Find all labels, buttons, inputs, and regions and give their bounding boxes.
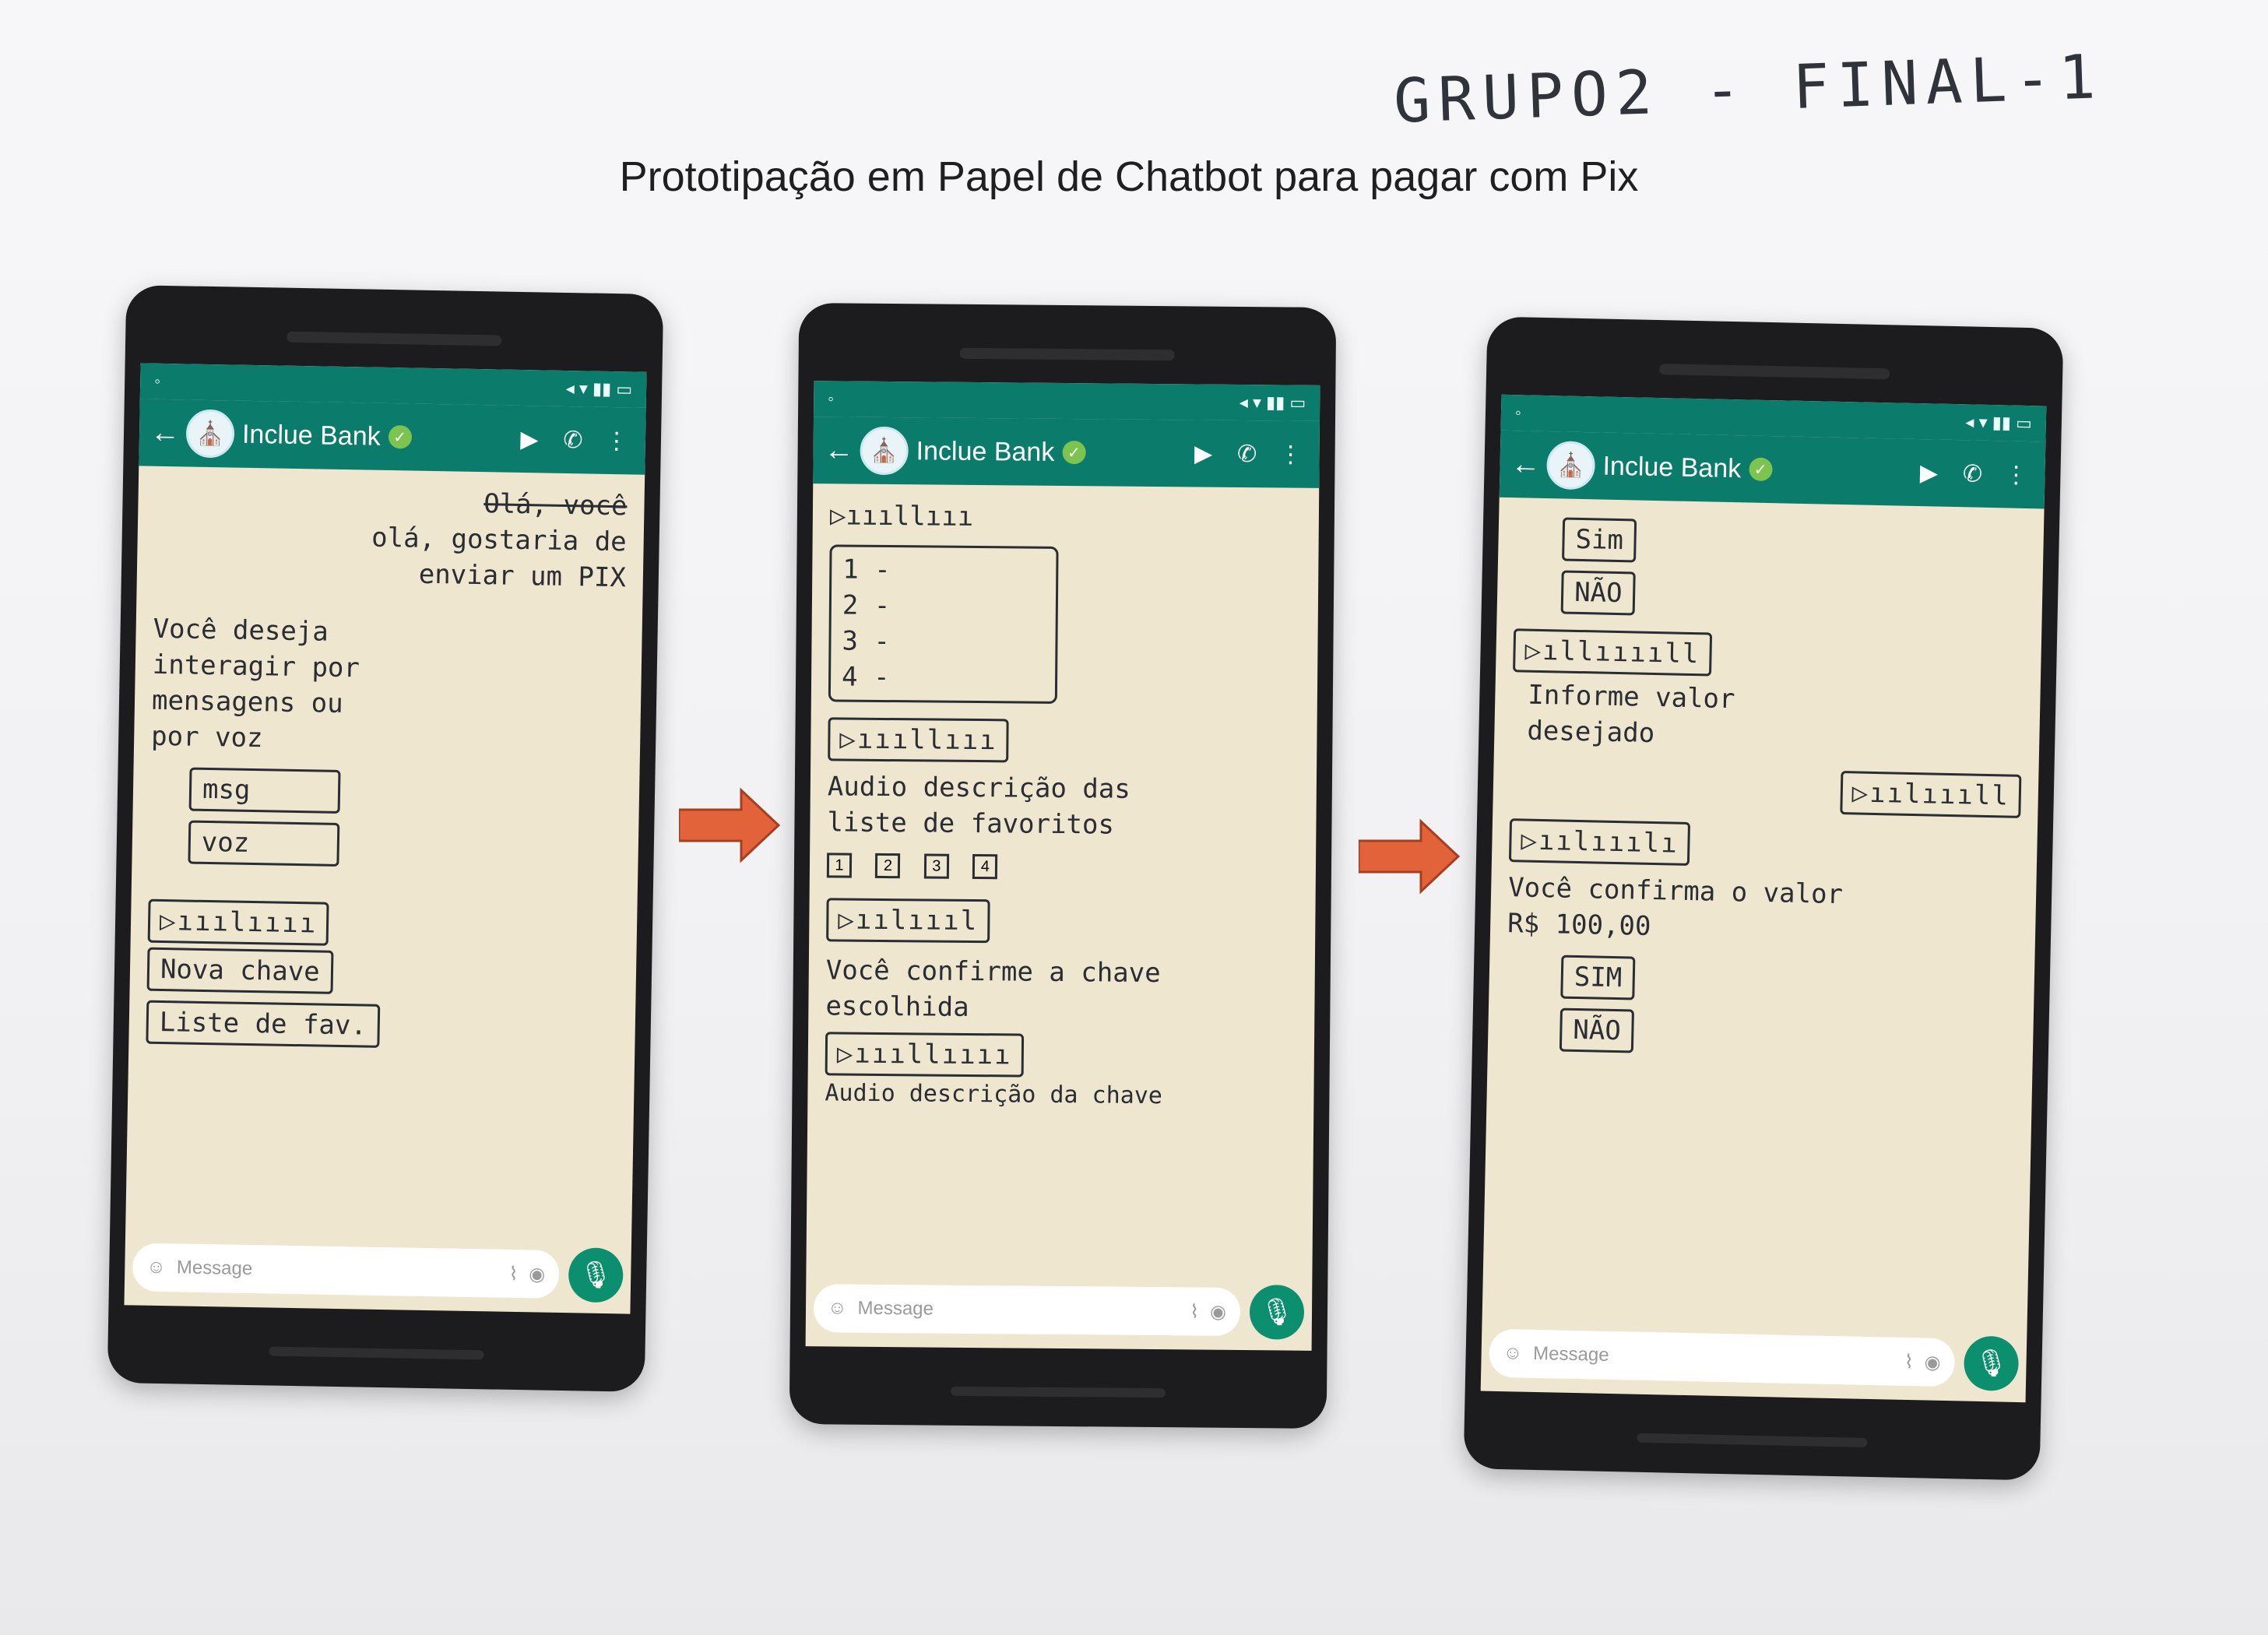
arrow-icon bbox=[1359, 818, 1460, 895]
list-item[interactable]: 1 - bbox=[842, 554, 891, 586]
phone-1: ◦◂ ▾ ▮▮ ▭ ← ⛪ Inclue Bank✓ ▶ ✆ ⋮ Olá, vo… bbox=[107, 285, 664, 1392]
back-arrow-icon[interactable]: ← bbox=[149, 416, 181, 449]
camera-icon[interactable]: ◉ bbox=[1209, 1301, 1227, 1323]
phone-icon[interactable]: ✆ bbox=[563, 427, 583, 453]
contact-name[interactable]: Inclue Bank bbox=[241, 419, 382, 452]
sim-button[interactable]: Sim bbox=[1562, 517, 1637, 563]
lista-fav-button[interactable]: Liste de fav. bbox=[146, 1000, 381, 1048]
user-message: olá, gostaria de enviar um PIX bbox=[371, 522, 628, 594]
video-icon[interactable]: ▶ bbox=[1194, 440, 1213, 467]
more-icon[interactable]: ⋮ bbox=[2004, 461, 2028, 488]
verified-icon: ✓ bbox=[1748, 457, 1773, 482]
mic-icon[interactable]: 🎙 bbox=[568, 1247, 624, 1303]
avatar-icon[interactable]: ⛪ bbox=[185, 409, 235, 459]
input-bar: ☺ Message ⌇ ◉ 🎙 bbox=[813, 1278, 1305, 1342]
audio-message[interactable]: ▷ıılıııl bbox=[826, 898, 990, 944]
emoji-icon[interactable]: ☺ bbox=[1503, 1342, 1523, 1364]
page-title: Prototipação em Papel de Chatbot para pa… bbox=[619, 153, 1639, 200]
input-bar: ☺ Message ⌇ ◉ 🎙 bbox=[1489, 1323, 2020, 1394]
phone-3-screen: ◦◂ ▾ ▮▮ ▭ ← ⛪ Inclue Bank✓ ▶ ✆ ⋮ Sim NÃO… bbox=[1480, 394, 2047, 1403]
video-icon[interactable]: ▶ bbox=[1919, 459, 1939, 487]
nao-button[interactable]: NÃO bbox=[1559, 1007, 1635, 1053]
emoji-icon[interactable]: ☺ bbox=[146, 1256, 167, 1278]
audio-message[interactable]: ▷ıılııılı bbox=[1508, 818, 1691, 867]
camera-icon[interactable]: ◉ bbox=[1924, 1351, 1941, 1373]
audio-message[interactable]: ▷ıııllıııı bbox=[825, 1032, 1024, 1078]
message-input[interactable]: ☺ Message ⌇ ◉ bbox=[1489, 1328, 1956, 1387]
nao-button[interactable]: NÃO bbox=[1560, 570, 1637, 616]
phone-3: ◦◂ ▾ ▮▮ ▭ ← ⛪ Inclue Bank✓ ▶ ✆ ⋮ Sim NÃO… bbox=[1463, 316, 2064, 1481]
option-voz-button[interactable]: voz bbox=[188, 820, 340, 867]
chat-area: Sim NÃO ▷ıllııııll Informe valor desejad… bbox=[1484, 498, 2044, 1237]
list-item[interactable]: 4 - bbox=[841, 661, 890, 694]
input-placeholder: Message bbox=[1532, 1342, 1609, 1366]
chat-area: ▷ıııllııı 1 - 2 - 3 - 4 - ▷ıııllııı Audi… bbox=[807, 483, 1319, 1217]
option-msg-button[interactable]: msg bbox=[188, 767, 341, 814]
video-icon[interactable]: ▶ bbox=[520, 426, 539, 452]
audio-message[interactable]: ▷ıııllııı bbox=[829, 500, 974, 533]
back-arrow-icon[interactable]: ← bbox=[824, 433, 854, 467]
confirm-message: Você confirme a chave escolhida bbox=[825, 955, 1161, 1023]
message-input[interactable]: ☺ Message ⌇ ◉ bbox=[813, 1284, 1241, 1337]
ask-value-message: Informe valor desejado bbox=[1527, 679, 1735, 750]
audio-description-2: Audio descrição da chave bbox=[825, 1079, 1163, 1110]
phone-icon[interactable]: ✆ bbox=[1236, 441, 1257, 467]
message-input[interactable]: ☺ Message ⌇ ◉ bbox=[132, 1243, 560, 1299]
emoji-icon[interactable]: ☺ bbox=[827, 1297, 847, 1319]
back-arrow-icon[interactable]: ← bbox=[1510, 447, 1542, 481]
phone-2-screen: ◦◂ ▾ ▮▮ ▭ ← ⛪ Inclue Bank ✓ ▶ ✆ ⋮ ▷ıııllı… bbox=[805, 381, 1320, 1351]
camera-icon[interactable]: ◉ bbox=[529, 1263, 546, 1285]
mic-icon[interactable]: 🎙 bbox=[1249, 1285, 1305, 1340]
audio-message[interactable]: ▷ıılıııll bbox=[1840, 771, 2022, 818]
audio-description: Audio descrição das liste de favoritos bbox=[827, 771, 1130, 841]
chat-area: Olá, você olá, gostaria de enviar um PIX… bbox=[126, 466, 645, 1203]
avatar-icon[interactable]: ⛪ bbox=[1545, 441, 1596, 490]
audio-message[interactable]: ▷ıllııııll bbox=[1513, 628, 1712, 677]
favorites-list: 1 - 2 - 3 - 4 - bbox=[828, 544, 1059, 704]
phone-icon[interactable]: ✆ bbox=[1962, 460, 1983, 487]
list-item[interactable]: 3 - bbox=[842, 625, 891, 658]
mic-icon[interactable]: 🎙 bbox=[1963, 1335, 2020, 1391]
phone-1-screen: ◦◂ ▾ ▮▮ ▭ ← ⛪ Inclue Bank✓ ▶ ✆ ⋮ Olá, vo… bbox=[124, 363, 647, 1314]
number-button[interactable]: 2 bbox=[875, 853, 901, 879]
number-button[interactable]: 1 bbox=[826, 853, 853, 878]
phone-2: ◦◂ ▾ ▮▮ ▭ ← ⛪ Inclue Bank ✓ ▶ ✆ ⋮ ▷ıııllı… bbox=[789, 303, 1337, 1429]
sim-button[interactable]: SIM bbox=[1560, 955, 1636, 1000]
arrow-icon bbox=[679, 787, 780, 863]
number-button[interactable]: 3 bbox=[923, 853, 950, 879]
more-icon[interactable]: ⋮ bbox=[1278, 441, 1303, 468]
bot-message: Você deseja interagir por mensagens ou p… bbox=[150, 613, 360, 754]
number-button[interactable]: 4 bbox=[972, 853, 998, 880]
attach-icon[interactable]: ⌇ bbox=[1190, 1300, 1200, 1323]
verified-icon: ✓ bbox=[1062, 440, 1086, 465]
contact-name[interactable]: Inclue Bank bbox=[916, 435, 1055, 467]
input-bar: ☺ Message ⌇ ◉ 🎙 bbox=[132, 1236, 624, 1306]
attach-icon[interactable]: ⌇ bbox=[508, 1263, 519, 1285]
nova-chave-button[interactable]: Nova chave bbox=[146, 947, 334, 994]
chat-header: ← ⛪ Inclue Bank ✓ ▶ ✆ ⋮ bbox=[813, 417, 1320, 488]
audio-message[interactable]: ▷ıııllııı bbox=[828, 717, 1009, 763]
confirm-value-message: Você confirma o valor R$ 100,00 bbox=[1507, 872, 1844, 942]
input-placeholder: Message bbox=[857, 1297, 934, 1320]
chat-header: ← ⛪ Inclue Bank✓ ▶ ✆ ⋮ bbox=[1499, 430, 2046, 509]
chat-header: ← ⛪ Inclue Bank✓ ▶ ✆ ⋮ bbox=[139, 399, 646, 475]
more-icon[interactable]: ⋮ bbox=[604, 427, 629, 454]
audio-message[interactable]: ▷ııılıııı bbox=[147, 898, 329, 946]
avatar-icon[interactable]: ⛪ bbox=[860, 426, 909, 476]
contact-name[interactable]: Inclue Bank bbox=[1602, 451, 1742, 483]
verified-icon: ✓ bbox=[388, 424, 412, 449]
list-item[interactable]: 2 - bbox=[842, 589, 891, 622]
input-placeholder: Message bbox=[176, 1257, 253, 1280]
status-bar: ◦◂ ▾ ▮▮ ▭ bbox=[814, 381, 1320, 421]
attach-icon[interactable]: ⌇ bbox=[1904, 1351, 1914, 1373]
